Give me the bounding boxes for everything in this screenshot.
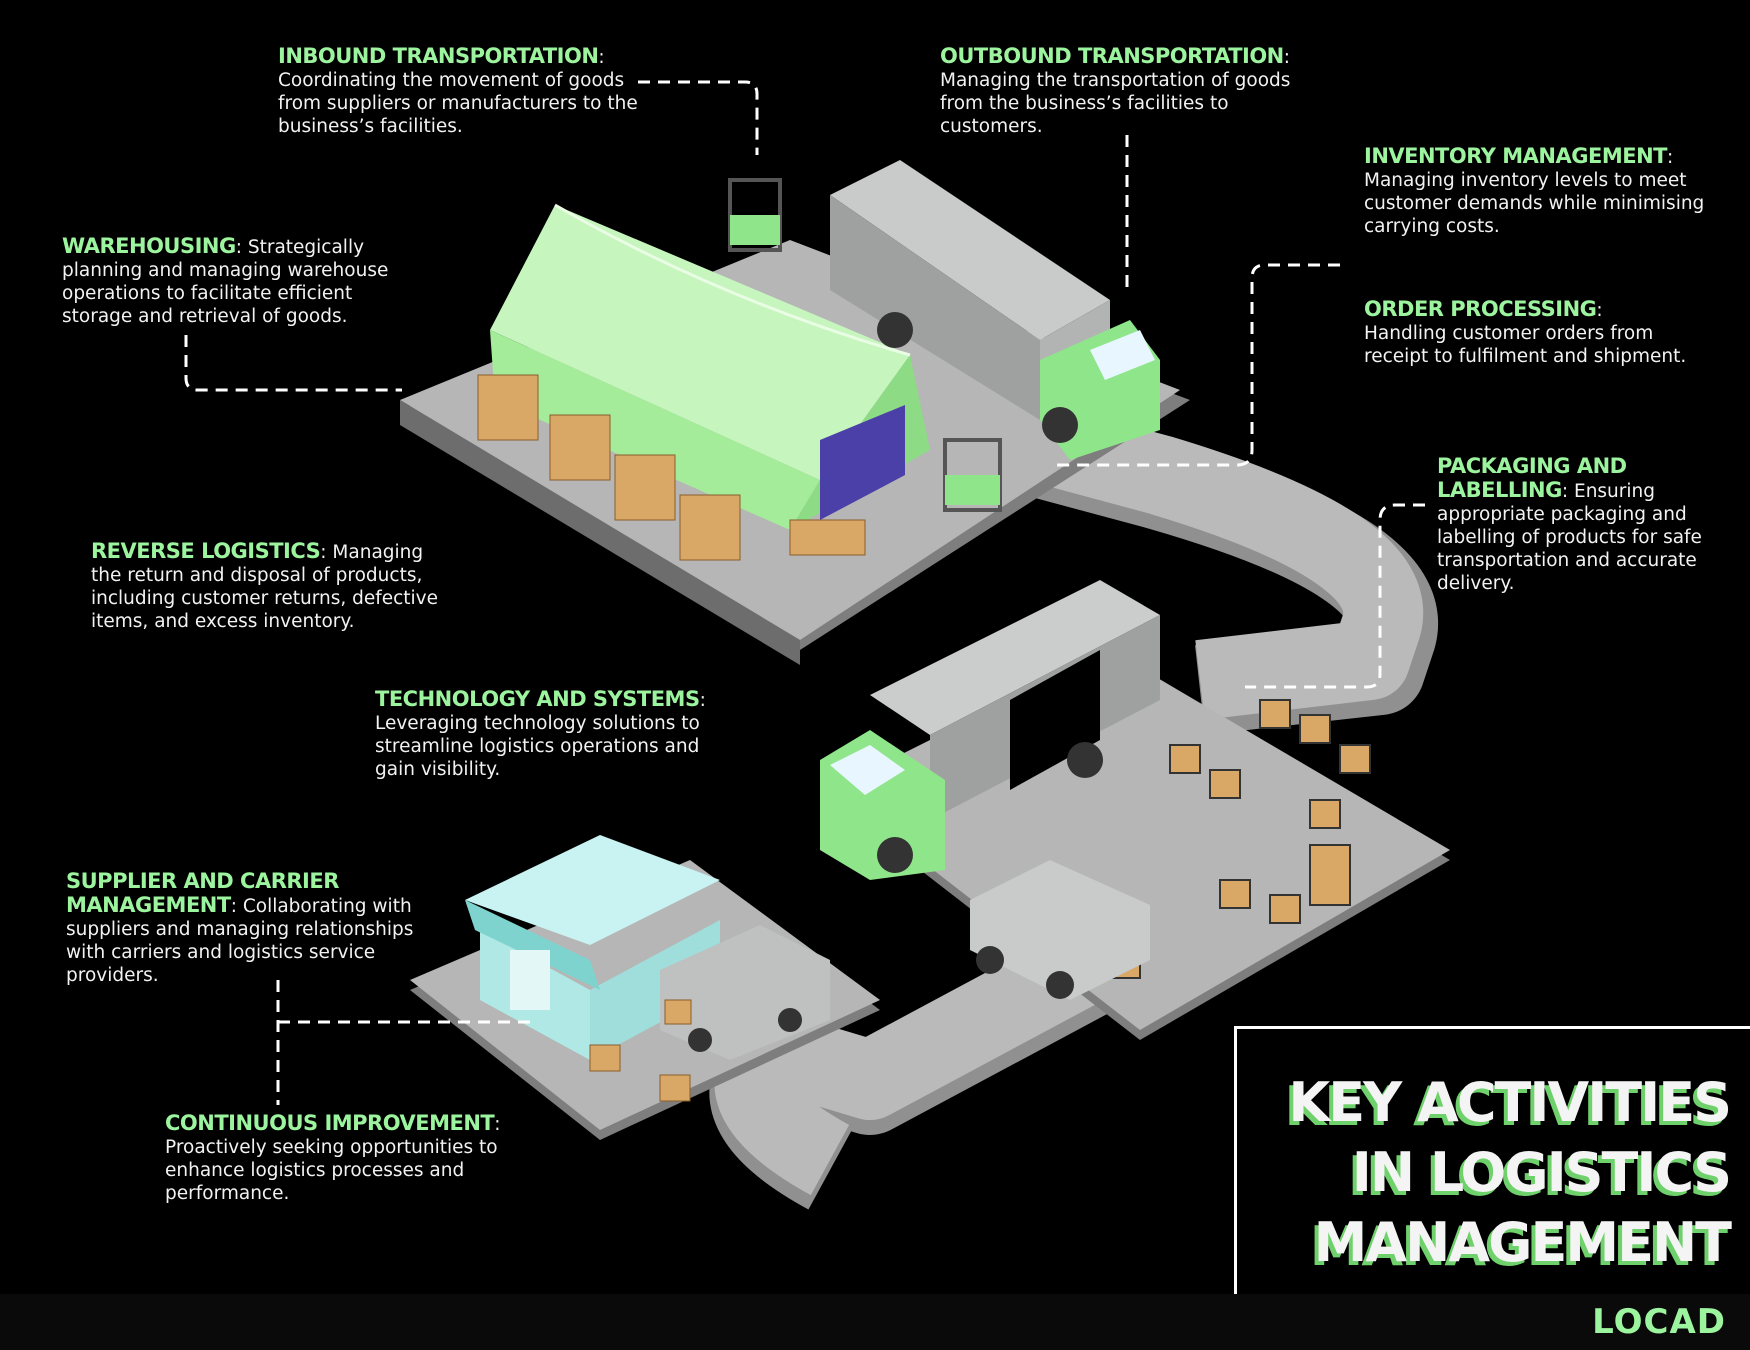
- reverse-logistics-block: REVERSE LOGISTICS: Managing the return a…: [91, 539, 439, 633]
- store-building: [465, 835, 720, 1060]
- connector-lines: [184, 80, 1425, 1105]
- supplier-heading-line2: MANAGEMENT: [66, 893, 231, 917]
- technology-systems-block: TECHNOLOGY AND SYSTEMS: Leveraging techn…: [375, 687, 706, 781]
- store-boxes: [589, 999, 692, 1102]
- continuous-heading: CONTINUOUS IMPROVEMENT: [165, 1111, 495, 1135]
- inventory-heading: INVENTORY MANAGEMENT: [1364, 144, 1667, 168]
- inbound-transportation-block: INBOUND TRANSPORTATION: Coordinating the…: [278, 44, 638, 138]
- supplier-carrier-block: SUPPLIER AND CARRIER MANAGEMENT: Collabo…: [66, 869, 414, 987]
- title-line-3: MANAGEMENT: [1313, 1211, 1732, 1274]
- title-line-2: IN LOGISTICS: [1351, 1141, 1732, 1204]
- packaging-heading-line1: PACKAGING AND: [1437, 454, 1627, 478]
- outbound-text: Managing the transportation of goods fro…: [940, 70, 1291, 137]
- inventory-text: Managing inventory levels to meet custom…: [1364, 170, 1705, 237]
- forklifts: [728, 178, 1002, 512]
- supplier-text: Collaborating with suppliers and managin…: [66, 896, 414, 986]
- packaging-heading-line2: LABELLING: [1437, 478, 1562, 502]
- inventory-management-block: INVENTORY MANAGEMENT: Managing inventory…: [1364, 144, 1705, 238]
- warehousing-block: WAREHOUSING: Strategically planning and …: [62, 234, 389, 328]
- warehousing-heading: WAREHOUSING: [62, 234, 236, 258]
- order-text: Handling customer orders from receipt to…: [1364, 323, 1687, 367]
- outbound-transportation-block: OUTBOUND TRANSPORTATION: Managing the tr…: [940, 44, 1291, 138]
- order-heading: ORDER PROCESSING: [1364, 297, 1597, 321]
- outbound-truck: [830, 160, 1160, 460]
- title-line-1: KEY ACTIVITIES: [1288, 1071, 1732, 1134]
- title-box: KEY ACTIVITIES IN LOGISTICS MANAGEMENT: [1234, 1026, 1750, 1294]
- reverse-heading: REVERSE LOGISTICS: [91, 539, 321, 563]
- technology-heading: TECHNOLOGY AND SYSTEMS: [375, 687, 700, 711]
- warehousing-text: Strategically planning and managing ware…: [62, 237, 389, 327]
- pallet-boxes: [477, 374, 866, 561]
- technology-text: Leveraging technology solutions to strea…: [375, 713, 700, 780]
- delivery-truck: [820, 580, 1160, 880]
- van: [970, 860, 1150, 1000]
- order-processing-block: ORDER PROCESSING: Handling customer orde…: [1364, 297, 1687, 368]
- supplier-heading-line1: SUPPLIER AND CARRIER: [66, 869, 339, 893]
- warehouse-building: [490, 203, 930, 530]
- inbound-text: Coordinating the movement of goods from …: [278, 70, 638, 137]
- continuous-text: Proactively seeking opportunities to enh…: [165, 1137, 498, 1204]
- packaging-text: Ensuring appropriate packaging and label…: [1437, 481, 1702, 594]
- store-van: [660, 925, 830, 1060]
- continuous-improvement-block: CONTINUOUS IMPROVEMENT: Proactively seek…: [165, 1111, 501, 1205]
- locad-logo: LOCAD: [1592, 1302, 1726, 1342]
- packaging-labelling-block: PACKAGING AND LABELLING: Ensuring approp…: [1437, 454, 1702, 595]
- inbound-heading: INBOUND TRANSPORTATION: [278, 44, 599, 68]
- footer-bar: [0, 1294, 1750, 1350]
- reverse-text: Managing the return and disposal of prod…: [91, 542, 439, 632]
- outbound-heading: OUTBOUND TRANSPORTATION: [940, 44, 1284, 68]
